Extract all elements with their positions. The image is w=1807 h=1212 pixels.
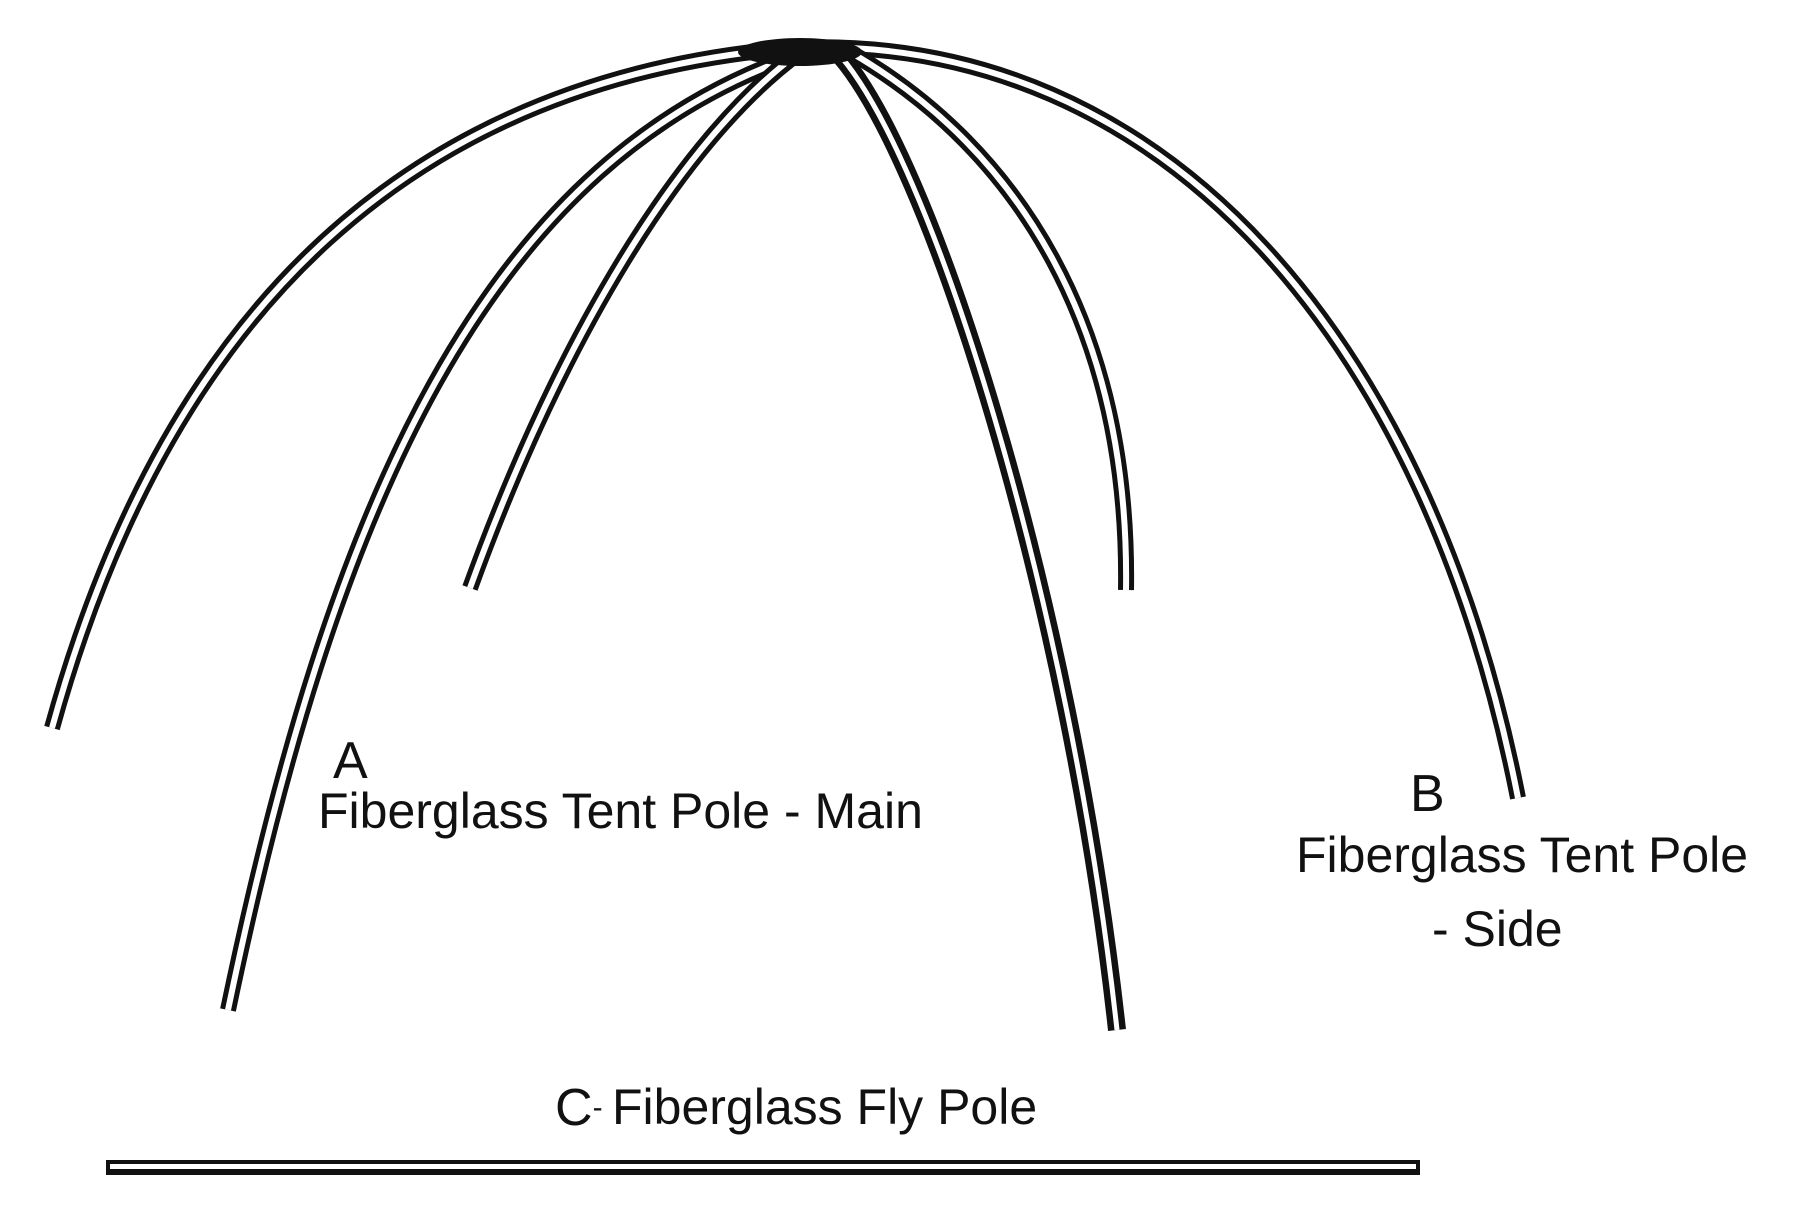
side-pole-arc: [44, 39, 1526, 800]
pole-c-letter: C-: [555, 1082, 603, 1134]
pole-c-letter-text: C: [555, 1079, 593, 1137]
pole-a-letter: A: [333, 732, 368, 790]
pole-c-name: Fiberglass Fly Pole: [612, 1079, 1038, 1135]
right-long-pole-arc: [828, 43, 1126, 1031]
pole-crossing-knot: [738, 38, 862, 66]
inner-right-pole-arc: [846, 45, 1135, 591]
pole-b-name-line-2: - Side: [1432, 901, 1563, 957]
inner-left-pole-arc: [462, 45, 805, 591]
pole-b-letter: B: [1410, 765, 1445, 823]
pole-b-name-line-1: Fiberglass Tent Pole: [1296, 827, 1749, 883]
pole-c-separator: -: [592, 1091, 603, 1124]
pole-a-name: Fiberglass Tent Pole - Main: [318, 783, 923, 839]
main-pole-arc: [220, 40, 823, 1012]
fly-pole: [106, 1160, 1420, 1175]
